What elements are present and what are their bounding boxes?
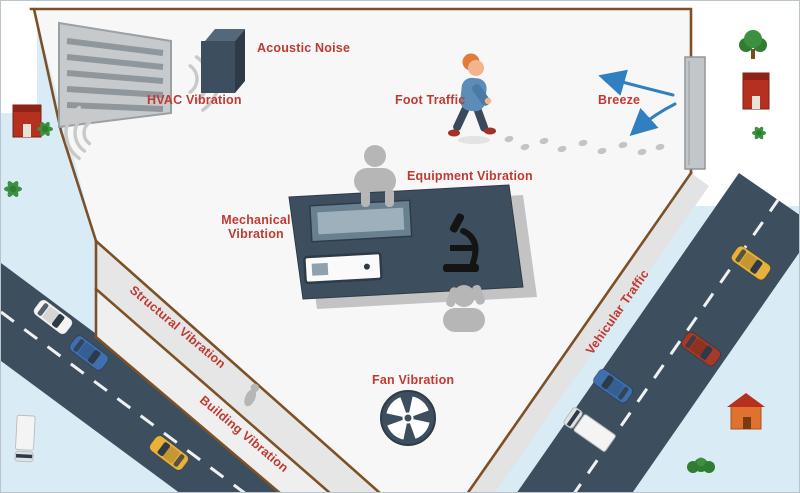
breeze-arrows-icon xyxy=(598,69,677,137)
fan-icon xyxy=(380,390,436,446)
acoustic-cabinet-icon xyxy=(201,29,245,93)
car-yellow-left xyxy=(149,435,189,471)
car-white-left xyxy=(33,299,73,335)
footprints-icon xyxy=(504,135,665,156)
person-silhouette-bottom xyxy=(443,284,485,332)
sidewalk-right xyxy=(468,173,709,492)
walking-person-icon xyxy=(448,53,496,144)
lab-bench-icon xyxy=(288,184,537,309)
door-icon xyxy=(684,56,706,170)
plant-left-2 xyxy=(4,181,22,197)
plant-left-1 xyxy=(37,121,53,137)
top-margin xyxy=(1,1,799,9)
right-road xyxy=(517,173,799,492)
instrument-icon xyxy=(303,251,383,285)
person-silhouette-top xyxy=(354,145,396,194)
house-left xyxy=(12,104,42,138)
car-yellow-right xyxy=(730,245,772,281)
van-bottom-left xyxy=(14,414,36,463)
truck-right xyxy=(563,407,616,452)
plant-right xyxy=(752,126,766,140)
tree-top-right xyxy=(739,30,767,59)
microscope-icon xyxy=(443,213,479,272)
house-bottom-right xyxy=(727,393,765,430)
car-blue-left xyxy=(69,335,109,371)
house-top-right xyxy=(742,72,770,110)
bush-bottom-right xyxy=(687,457,715,473)
car-blue-right xyxy=(592,368,634,404)
corridor-figure-icon xyxy=(244,383,260,407)
car-red-right xyxy=(680,331,722,367)
hvac-vent-icon xyxy=(58,21,172,129)
outside-top-left xyxy=(1,1,37,113)
screen-icon xyxy=(309,199,413,243)
